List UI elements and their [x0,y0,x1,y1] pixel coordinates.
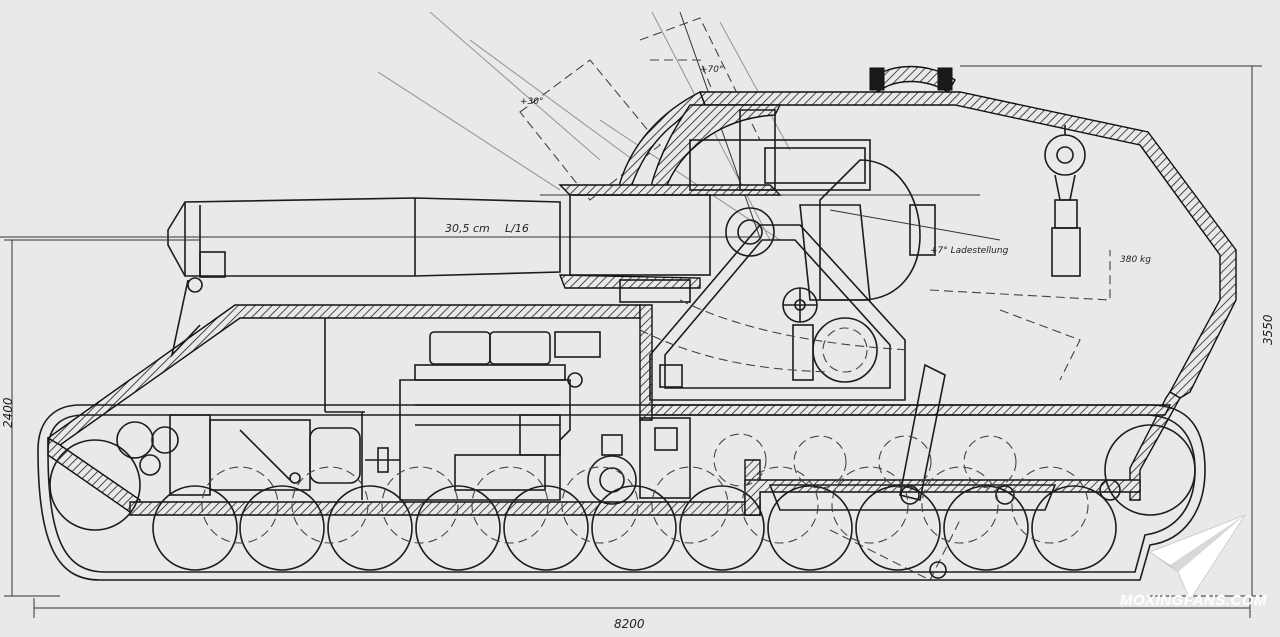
running-gear [37,404,1206,581]
gun-length-label: L/16 [505,222,529,235]
dimension-lines: 8200 3550 2400 [1,65,1275,631]
elevation-low-label: +30° [520,97,544,107]
gun-caliber-label: 30,5 cm [445,222,490,235]
main-gun: 30,5 cm L/16 +7° Ladestellung +70° +30° [0,65,1009,358]
hoist-weight-label: 380 kg [1120,255,1151,265]
paper-plane-icon [1148,513,1247,602]
overall-height-dim: 3550 [1261,314,1275,345]
engine [116,318,691,505]
gun-carriage [639,224,1111,401]
watermark: MOXINGFANS.COM [1120,513,1267,609]
rear-sponson [768,363,1121,581]
hull-armor [47,304,1172,516]
hull-height-dim: 2400 [1,397,15,428]
elevation-high-label: +70° [700,65,724,75]
watermark-text: MOXINGFANS.COM [1120,592,1267,609]
overall-length-dim: 8200 [614,617,645,631]
ammunition-hoist: 380 kg [1044,125,1151,277]
loading-position-label: +7° Ladestellung [930,246,1009,256]
